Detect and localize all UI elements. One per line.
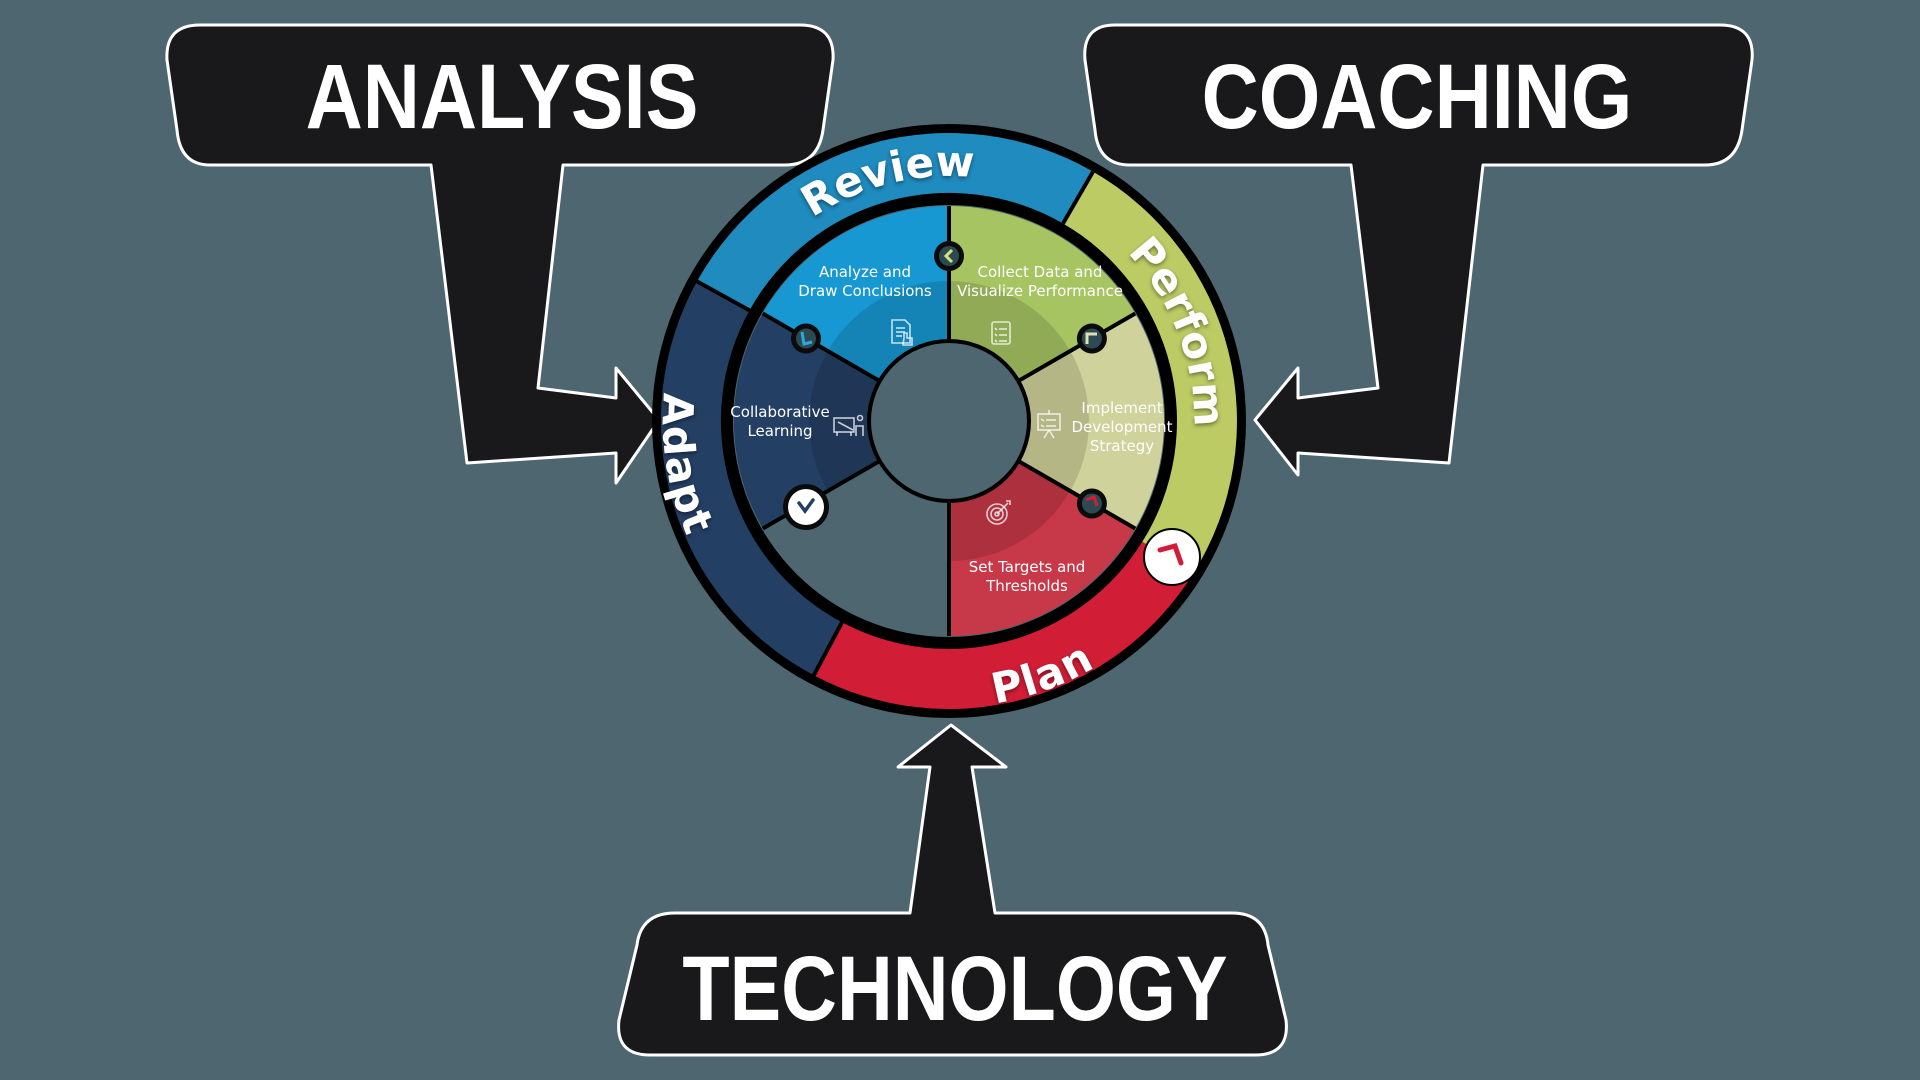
chevron-icon	[1085, 495, 1099, 507]
connector-node-collect-implement	[1076, 323, 1107, 354]
connector-node-collaborative-analyze	[791, 323, 821, 354]
step-implement-segment[interactable]	[1018, 313, 1165, 529]
segment-dividers	[761, 206, 1137, 636]
checklist-icon	[991, 321, 1011, 345]
analysis-arrow-shape	[165, 23, 835, 485]
svg-text:Draw Conclusions: Draw Conclusions	[798, 282, 932, 300]
technology-label: TECHNOLOGY	[682, 938, 1227, 1041]
analysis-callout: ANALYSIS	[165, 23, 835, 485]
coaching-label: COACHING	[1202, 45, 1633, 148]
document-hand-icon	[891, 319, 913, 346]
svg-text:Collect Data and: Collect Data and	[978, 263, 1103, 281]
step-collect-label: Collect Data and Visualize Performance	[957, 263, 1123, 300]
wheel-center-hole	[867, 339, 1031, 503]
svg-text:Set Targets and: Set Targets and	[969, 558, 1086, 576]
phase-dividers	[696, 170, 1095, 677]
technology-arrow-shape	[617, 723, 1288, 1057]
technology-callout: TECHNOLOGY	[617, 723, 1288, 1057]
cycle-wheel: Review Perform Plan Adapt Analyze and Dr…	[652, 124, 1246, 718]
chevron-down-icon	[797, 498, 815, 514]
chevron-icon	[1085, 332, 1097, 344]
phase-perform-band	[1063, 171, 1237, 574]
svg-text:Thresholds: Thresholds	[985, 577, 1068, 595]
connector-node-plan-perform	[1143, 528, 1201, 586]
svg-text:Learning: Learning	[747, 422, 812, 440]
step-targets-label: Set Targets and Thresholds	[969, 558, 1086, 595]
target-icon	[986, 500, 1011, 525]
chevron-icon	[1157, 542, 1184, 566]
phase-review-band	[697, 132, 1093, 311]
step-collaborative-segment[interactable]	[733, 313, 880, 529]
teacher-board-icon	[833, 414, 864, 436]
chevron-icon	[800, 331, 813, 346]
step-analyze-label: Analyze and Draw Conclusions	[798, 263, 932, 300]
phase-adapt-band	[660, 281, 842, 676]
step-implement-label: Implement Development Strategy	[1072, 399, 1173, 455]
connector-node-collaborative-start	[783, 484, 829, 530]
connector-node-implement-targets	[1076, 488, 1107, 519]
chevron-left-icon	[943, 248, 954, 264]
svg-text:Development: Development	[1072, 418, 1173, 436]
phase-plan-band	[813, 541, 1194, 709]
svg-text:Strategy: Strategy	[1090, 437, 1154, 455]
svg-text:Analyze and: Analyze and	[819, 263, 911, 281]
step-collaborative-label: Collaborative Learning	[730, 403, 829, 440]
analysis-label: ANALYSIS	[306, 45, 699, 148]
svg-text:Collaborative: Collaborative	[730, 403, 829, 421]
svg-text:Implement: Implement	[1081, 399, 1162, 417]
coaching-arrow-shape	[1083, 23, 1754, 477]
presentation-board-icon	[1037, 410, 1061, 439]
connector-node-analyze-collect	[934, 241, 964, 271]
coaching-callout: COACHING	[1083, 23, 1754, 477]
svg-text:Visualize Performance: Visualize Performance	[957, 282, 1123, 300]
